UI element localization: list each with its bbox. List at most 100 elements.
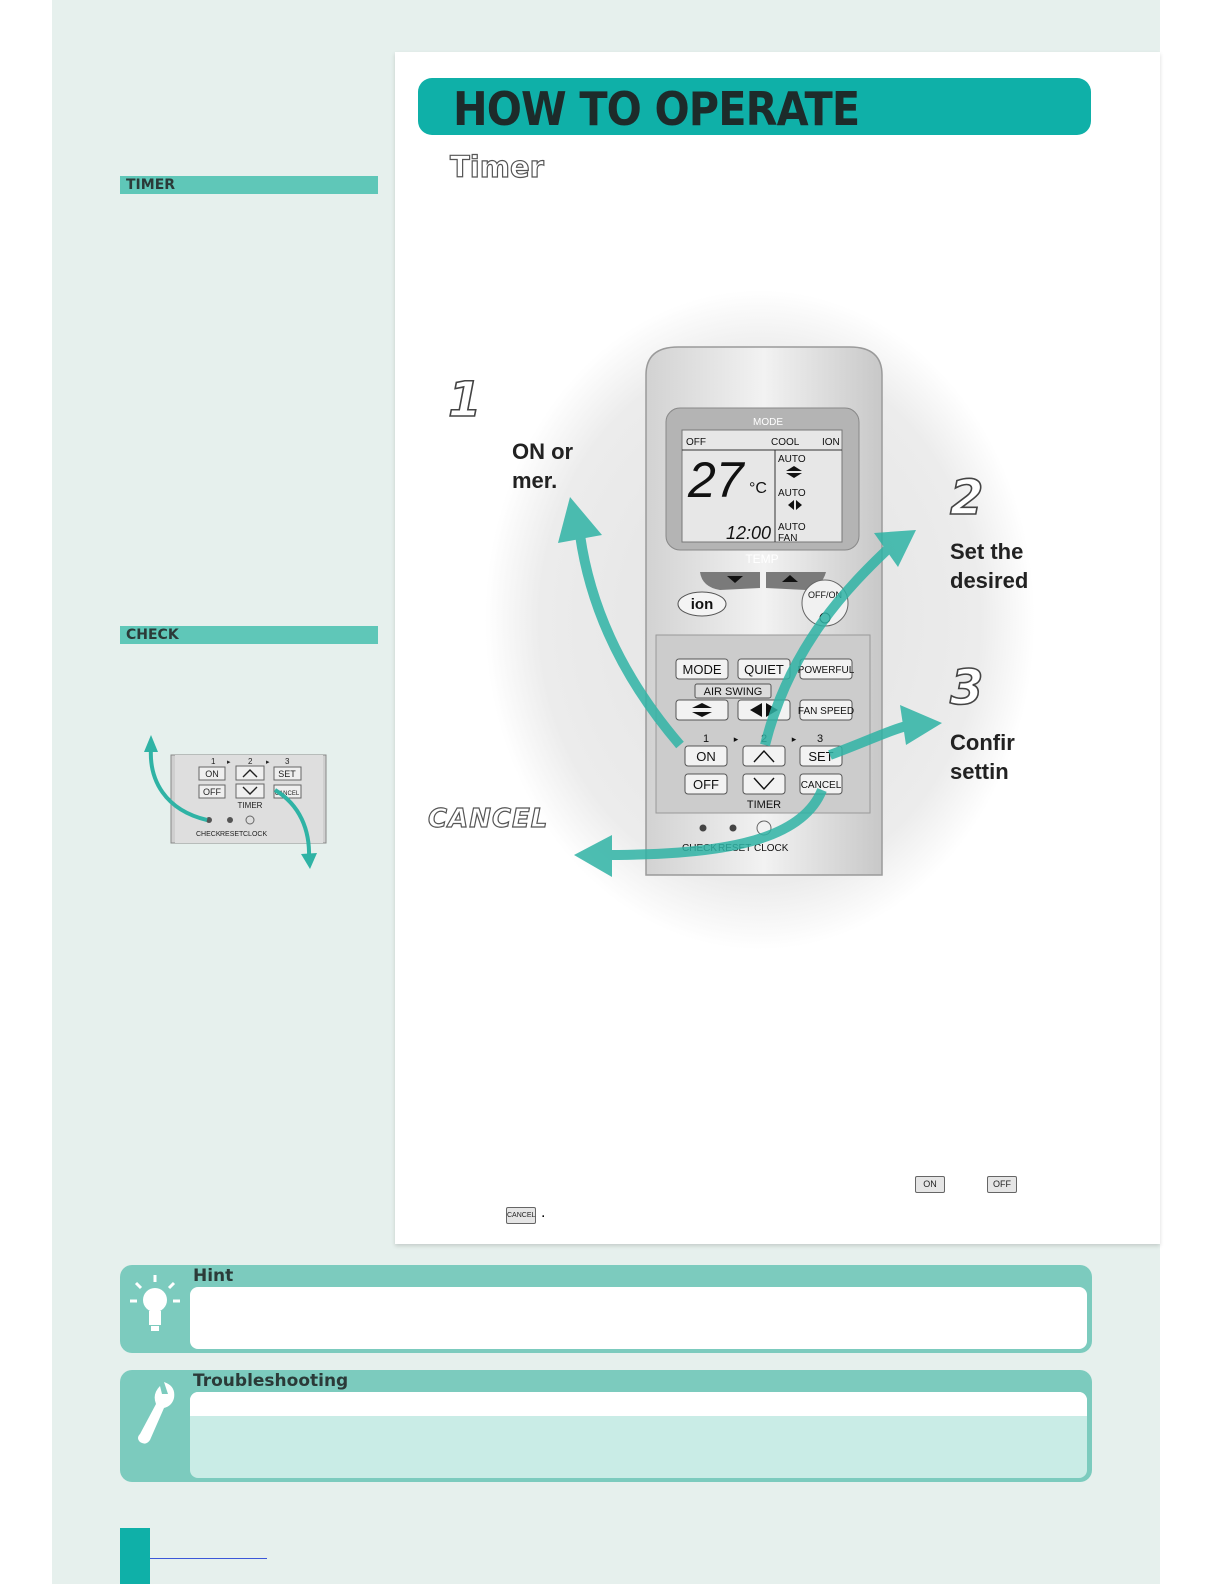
section-subtitle: Timer bbox=[449, 149, 544, 184]
small-arrow-1: ▸ bbox=[227, 759, 231, 766]
lcd-mode-label: MODE bbox=[753, 417, 783, 428]
lcd-screen bbox=[681, 429, 843, 543]
lightbulb-icon bbox=[130, 1275, 180, 1331]
lcd-auto-3: AUTO bbox=[778, 522, 806, 533]
svg-text:ON: ON bbox=[205, 769, 219, 779]
step-1-text: ON or mer. bbox=[512, 439, 574, 493]
timer-down-button[interactable] bbox=[742, 773, 786, 795]
timer-on-button[interactable]: ON bbox=[684, 745, 728, 767]
header-bar bbox=[418, 78, 1091, 135]
timer-up-button[interactable] bbox=[742, 745, 786, 767]
note-period: . bbox=[541, 1204, 546, 1221]
svg-text:POWERFUL: POWERFUL bbox=[798, 665, 855, 676]
remote-illustration: MODE OFF COOL ION 27 °C 12:00 AUTO AUTO … bbox=[485, 290, 1035, 950]
reset-dot bbox=[729, 824, 737, 832]
hint-content bbox=[190, 1287, 1087, 1349]
lcd-auto-1: AUTO bbox=[778, 454, 806, 465]
small-arrow-down bbox=[273, 788, 312, 859]
lcd-off: OFF bbox=[686, 437, 706, 448]
svg-text:ON: ON bbox=[696, 749, 716, 764]
svg-text:CANCEL: CANCEL bbox=[801, 780, 842, 791]
timer-section-label: TIMER bbox=[120, 176, 378, 194]
small-reset-label: RESET bbox=[220, 831, 244, 838]
step-2-text: Set the desired bbox=[950, 539, 1029, 593]
cancel-heading: CANCEL bbox=[427, 803, 549, 834]
fan-speed-button[interactable]: FAN SPEED bbox=[798, 699, 854, 721]
small-off-button[interactable]: OFF bbox=[198, 784, 226, 799]
svg-text:OFF/ON: OFF/ON bbox=[808, 590, 842, 600]
small-remote-illustration: 1 ▸ 2 ▸ 3 ON OFF SET CANCEL TIMER CHECK … bbox=[144, 735, 327, 869]
small-timer-num-3: 3 bbox=[285, 757, 290, 766]
page-footer-line bbox=[150, 1558, 267, 1559]
page-title: HOW TO OPERATE bbox=[453, 82, 860, 136]
step-3-text: Confir settin bbox=[950, 730, 1015, 784]
arrow-to-step-3 bbox=[828, 705, 942, 760]
lcd-fan: FAN bbox=[778, 533, 797, 544]
arrow-to-cancel bbox=[574, 787, 827, 877]
svg-text:MODE: MODE bbox=[683, 662, 722, 677]
page-margin bbox=[1160, 0, 1224, 1584]
svg-text:SET: SET bbox=[808, 749, 833, 764]
svg-text:FAN SPEED: FAN SPEED bbox=[798, 706, 854, 717]
small-reset-dot bbox=[227, 817, 233, 823]
troubleshooting-row-1 bbox=[190, 1392, 1087, 1416]
small-check-label: CHECK bbox=[196, 831, 221, 838]
timer-label: TIMER bbox=[747, 799, 781, 811]
lcd-auto-2: AUTO bbox=[778, 488, 806, 499]
small-clock-label: CLOCK bbox=[243, 831, 267, 838]
clock-label: CLOCK bbox=[754, 843, 789, 854]
svg-text:CANCEL: CANCEL bbox=[275, 791, 300, 797]
hint-box: Hint bbox=[120, 1265, 1092, 1353]
small-on-button[interactable]: ON bbox=[198, 766, 226, 781]
small-down-button[interactable] bbox=[235, 783, 265, 799]
step-2-number: 2 bbox=[949, 469, 984, 527]
step-3-number: 3 bbox=[949, 659, 984, 717]
temp-down-button[interactable] bbox=[700, 572, 760, 590]
powerful-button[interactable]: POWERFUL bbox=[798, 658, 855, 680]
troubleshooting-title: Troubleshooting bbox=[193, 1371, 349, 1391]
svg-text:OFF: OFF bbox=[693, 777, 719, 792]
swing-vertical-button[interactable] bbox=[675, 699, 729, 721]
lcd-unit: °C bbox=[749, 480, 767, 497]
small-clock-dot bbox=[245, 815, 255, 825]
svg-text:ion: ion bbox=[691, 596, 714, 613]
timer-num-1: 1 bbox=[703, 733, 709, 745]
timer-arrow-1: ▸ bbox=[734, 734, 739, 744]
arrow-to-step-1 bbox=[558, 497, 684, 749]
small-timer-num-1: 1 bbox=[211, 757, 216, 766]
lcd-temperature: 27 bbox=[687, 452, 746, 508]
svg-text:QUIET: QUIET bbox=[744, 662, 784, 677]
small-arrow-up bbox=[148, 747, 208, 822]
quiet-button[interactable]: QUIET bbox=[737, 658, 791, 680]
page-number-tab bbox=[120, 1528, 150, 1584]
temp-label: TEMP bbox=[745, 552, 778, 566]
timer-off-button[interactable]: OFF bbox=[684, 773, 728, 795]
troubleshooting-box: Troubleshooting bbox=[120, 1370, 1092, 1482]
note-off-key: OFF bbox=[987, 1176, 1017, 1193]
small-timer-num-2: 2 bbox=[248, 757, 253, 766]
note-cancel-key: CANCEL bbox=[506, 1207, 536, 1224]
step-1-number: 1 bbox=[447, 371, 482, 429]
note-on-key: ON bbox=[915, 1176, 945, 1193]
small-up-button[interactable] bbox=[235, 765, 265, 781]
timer-arrow-2: ▸ bbox=[792, 734, 797, 744]
lcd-cool: COOL bbox=[771, 437, 800, 448]
svg-text:OFF: OFF bbox=[203, 787, 221, 797]
timer-num-3: 3 bbox=[817, 733, 823, 745]
small-check-dot bbox=[206, 817, 212, 823]
small-arrow-2: ▸ bbox=[266, 759, 270, 766]
small-timer-label: TIMER bbox=[238, 801, 263, 810]
small-set-button[interactable]: SET bbox=[273, 766, 302, 781]
check-section-label: CHECK bbox=[120, 626, 378, 644]
arrow-to-step-2 bbox=[760, 530, 916, 747]
ion-button[interactable]: ion bbox=[677, 591, 727, 617]
troubleshooting-content bbox=[190, 1392, 1087, 1478]
wrench-icon bbox=[138, 1382, 175, 1444]
mode-button[interactable]: MODE bbox=[675, 658, 729, 680]
lcd-clock: 12:00 bbox=[726, 523, 771, 543]
svg-text:SET: SET bbox=[278, 769, 296, 779]
hint-title: Hint bbox=[193, 1266, 234, 1286]
lcd-ion: ION bbox=[822, 437, 840, 448]
air-swing-label: AIR SWING bbox=[704, 686, 763, 698]
check-dot bbox=[699, 824, 707, 832]
